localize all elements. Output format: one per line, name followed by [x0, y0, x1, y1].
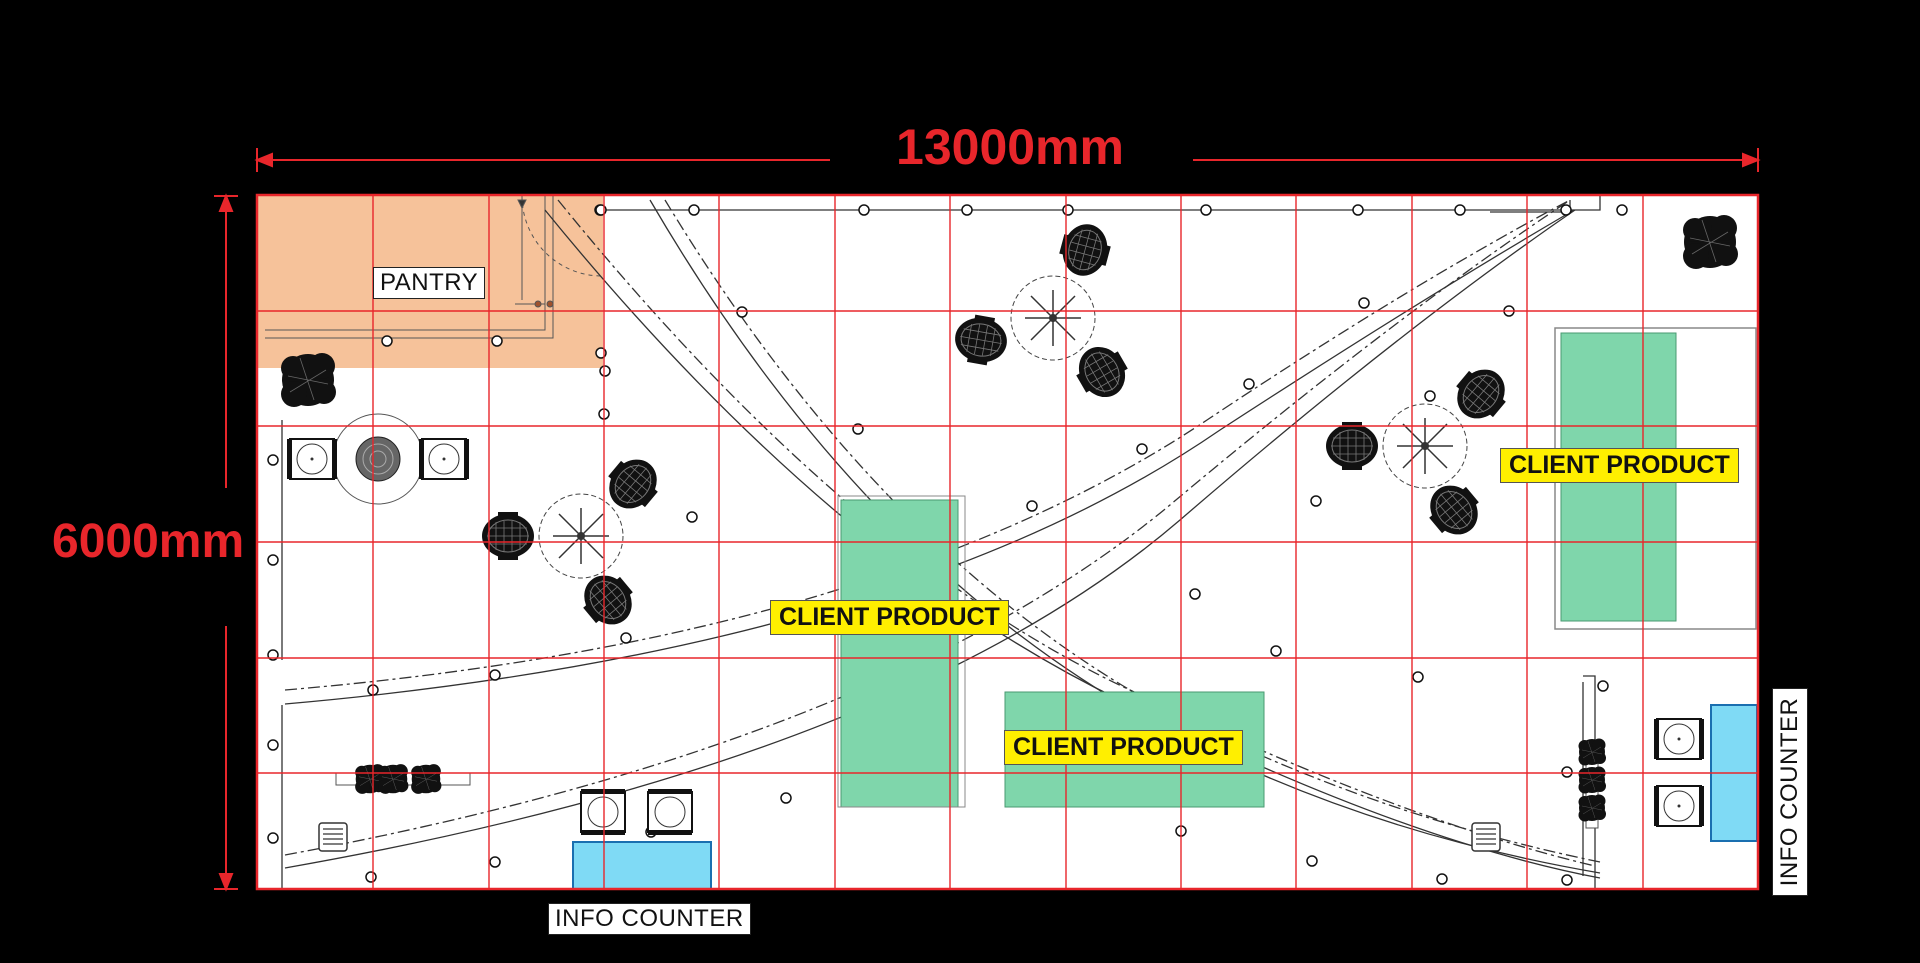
info-counter-bottom	[572, 841, 712, 890]
width-dimension-label: 13000mm	[896, 119, 1124, 175]
client-product-label-2: CLIENT PRODUCT	[1004, 730, 1243, 765]
round-table-set	[286, 413, 470, 505]
info-counter-label-right: INFO COUNTER	[1772, 688, 1808, 896]
height-dimension-label: 6000mm	[52, 515, 245, 568]
waste-bin-icon	[318, 822, 348, 852]
waste-bin-icon	[1471, 822, 1501, 852]
plant-icon	[1682, 214, 1739, 270]
client-product-label-1: CLIENT PRODUCT	[770, 600, 1009, 635]
grid-lines	[255, 193, 1760, 891]
info-counter-label-bottom: INFO COUNTER	[548, 903, 751, 935]
client-product-area-1-outline	[837, 495, 966, 808]
width-dimension-line	[254, 148, 1761, 172]
planter-column	[1578, 738, 1607, 829]
client-product-label-3: CLIENT PRODUCT	[1500, 448, 1739, 483]
pantry-fixtures	[265, 195, 603, 339]
info-counter-label-right-text: INFO COUNTER	[1776, 697, 1803, 887]
counter-stool	[647, 788, 693, 836]
pantry-label: PANTRY	[373, 267, 486, 299]
height-dimension-line	[214, 193, 238, 892]
counter-stool	[580, 788, 626, 836]
counter-stool	[1653, 785, 1705, 827]
counter-stool	[1653, 718, 1705, 760]
plant-icon	[280, 352, 337, 408]
client-product-area-1	[840, 499, 959, 808]
